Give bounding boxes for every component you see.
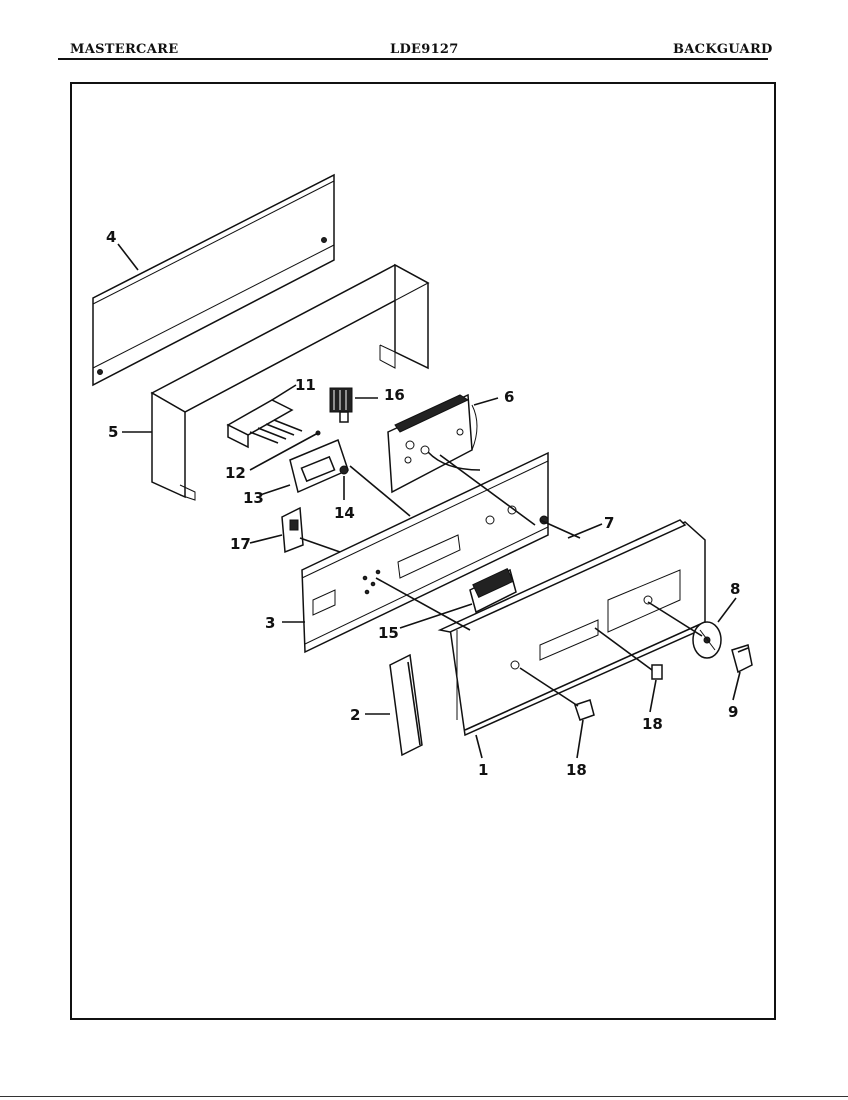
callout-4: 4 bbox=[106, 228, 116, 246]
callout-18-lower: 18 bbox=[566, 761, 587, 779]
callout-12: 12 bbox=[225, 464, 246, 482]
part-3-mount-panel bbox=[301, 451, 549, 654]
callout-7: 7 bbox=[604, 514, 614, 532]
header-brand: MASTERCARE bbox=[70, 42, 179, 57]
part-16-switch bbox=[329, 387, 353, 423]
callout-3: 3 bbox=[265, 614, 275, 632]
callout-15: 15 bbox=[378, 624, 399, 642]
header-rule bbox=[58, 58, 768, 60]
part-18-knob-a bbox=[574, 699, 595, 721]
callout-11: 11 bbox=[295, 376, 316, 394]
part-6-timer bbox=[387, 393, 481, 494]
page-bottom-rule bbox=[0, 1096, 848, 1097]
leader-lines bbox=[117, 243, 741, 759]
part-18-knob-b bbox=[651, 664, 663, 680]
part-11-terminal-block bbox=[226, 399, 303, 449]
part-17-clip bbox=[281, 506, 304, 554]
callout-14: 14 bbox=[334, 504, 355, 522]
part-2-side-trim bbox=[389, 653, 423, 757]
part-15-display-block bbox=[469, 567, 517, 614]
callout-5: 5 bbox=[108, 423, 118, 441]
callout-6: 6 bbox=[504, 388, 514, 406]
callout-16: 16 bbox=[384, 386, 405, 404]
header-section: BACKGUARD bbox=[673, 42, 773, 57]
part-8-dial-plate bbox=[692, 621, 722, 659]
part-5-housing bbox=[150, 263, 430, 501]
header-model: LDE9127 bbox=[390, 42, 459, 57]
diagram-frame bbox=[70, 82, 776, 1020]
callout-17: 17 bbox=[230, 535, 251, 553]
part-13-bracket bbox=[289, 430, 349, 494]
part-4-top-panel bbox=[92, 173, 335, 387]
callout-8: 8 bbox=[730, 580, 740, 598]
callout-9: 9 bbox=[728, 703, 738, 721]
callout-1: 1 bbox=[478, 761, 488, 779]
callout-18-upper: 18 bbox=[642, 715, 663, 733]
part-9-knob bbox=[731, 644, 753, 674]
callout-13: 13 bbox=[243, 489, 264, 507]
callout-2: 2 bbox=[350, 706, 360, 724]
part-1-control-panel bbox=[437, 519, 706, 737]
